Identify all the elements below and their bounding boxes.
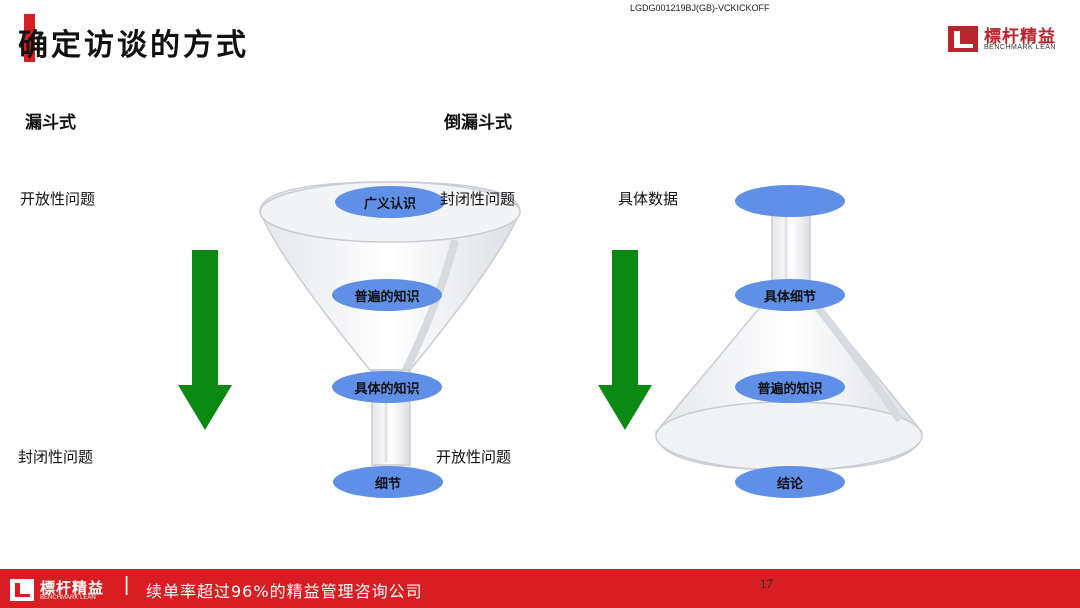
funnel-oval-1: 广义认识 [335,186,445,218]
funnel-oval-2: 普遍的知识 [332,279,442,311]
footer-slogan: 续单率超过96%的精益管理咨询公司 [146,582,423,601]
footer-bar [0,569,1080,608]
inverted-funnel-shape [655,204,923,471]
funnel-oval-3: 具体的知识 [332,371,442,403]
document-code: LGDG001219BJ(GB)-VCKICKOFF [630,3,770,13]
top-data-oval [735,185,845,217]
right-top-label: 封闭性问题 [440,190,516,208]
footer-logo-mark-icon [10,579,34,601]
left-top-label: 开放性问题 [20,190,96,208]
inverted-oval-3: 结论 [735,466,845,498]
funnel-heading: 漏斗式 [25,113,76,133]
footer-separator: | [124,574,130,596]
funnel-oval-4: 细节 [333,466,443,498]
logo-subtitle: BENCHMARK LEAN [984,44,1056,51]
data-label: 具体数据 [618,190,679,208]
inverted-oval-1: 具体细节 [735,279,845,311]
footer-logo-subtitle: BENCHMARK LEAN [40,595,96,601]
footer-logo: 標杆精益 BENCHMARK LEAN [10,577,120,605]
logo-mark-icon [948,26,978,52]
page-title: 确定访谈的方式 [18,28,249,63]
right-down-arrow-icon [598,250,652,430]
right-bottom-label: 开放性问题 [436,448,512,466]
left-bottom-label: 封闭性问题 [18,448,94,466]
brand-logo: 標杆精益 BENCHMARK LEAN [948,24,1064,56]
title-accent-bar [24,14,35,62]
footer-logo-name: 標杆精益 [40,579,105,597]
logo-name: 標杆精益 [984,27,1056,47]
funnel-shape [259,181,521,466]
left-down-arrow-icon [178,250,232,430]
inverted-funnel-heading: 倒漏斗式 [444,113,512,133]
inverted-oval-2: 普遍的知识 [735,371,845,403]
page-number: 17 [760,576,773,591]
